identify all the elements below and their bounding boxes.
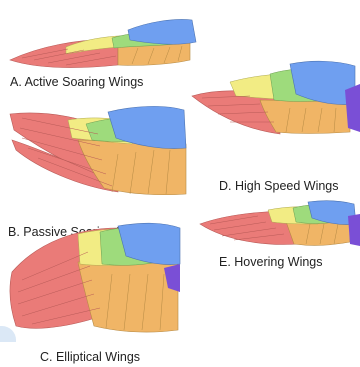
wing-caption: C. Elliptical Wings: [40, 351, 140, 364]
active-soaring-wing: [8, 16, 198, 70]
wing-caption: A. Active Soaring Wings: [10, 76, 143, 89]
high-speed-wing: [190, 60, 360, 136]
hovering-wing: [198, 200, 360, 248]
wing-caption: D. High Speed Wings: [219, 180, 339, 193]
passive-soaring-wing: [8, 104, 190, 196]
wing-caption: E. Hovering Wings: [219, 256, 323, 269]
elliptical-wing: [8, 222, 184, 334]
